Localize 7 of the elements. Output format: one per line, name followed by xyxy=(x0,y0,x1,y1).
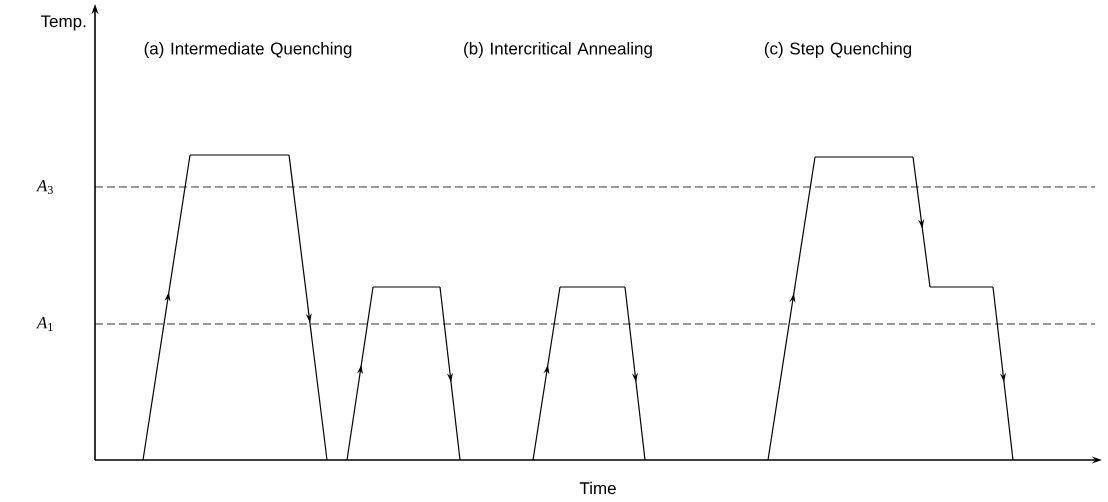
process-title: (a) Intermediate Quenching xyxy=(144,42,352,58)
temperature-level-label: A$_{3}$ xyxy=(36,180,53,194)
axis-label: Time xyxy=(579,481,616,495)
axis-label: Temp. xyxy=(40,15,86,31)
process-title: (b) Intercritical Annealing xyxy=(464,42,652,58)
temperature-level-label: A$_{1}$ xyxy=(36,317,53,331)
process-title: (c) Step Quenching xyxy=(764,42,912,58)
